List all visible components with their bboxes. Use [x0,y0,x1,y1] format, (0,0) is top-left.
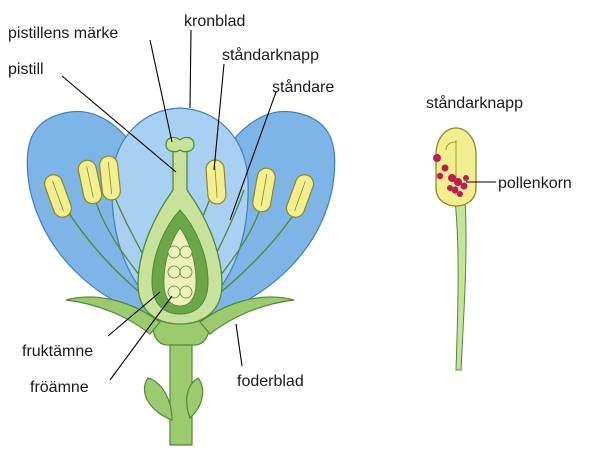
ovule-4 [180,266,192,278]
stamen-detail [433,128,476,370]
ovule-3 [168,266,180,278]
label-stigma: pistillens märke [8,25,118,42]
label-anther: ståndarknapp [222,46,319,64]
ovule-2 [180,246,192,258]
pollen-grain [433,154,441,162]
leader-petal [190,30,191,108]
ovule-6 [180,286,192,298]
label-petal: kronblad [184,13,245,30]
ovule-5 [168,286,180,298]
ovules [168,246,192,298]
label-ovary: fruktämne [22,343,93,360]
label-sepal: foderblad [237,373,304,390]
label-pistil: pistill [8,61,44,78]
pollen-grain [461,183,468,190]
stigma [166,137,194,151]
pollen-grain [447,185,453,191]
leaf-left [144,378,172,420]
label-ovule: fröämne [30,379,89,396]
detail-filament-body [455,200,466,370]
ovule-1 [168,246,180,258]
pollen-grain [442,165,449,172]
stem [170,330,192,445]
label-anther-detail: ståndarknapp [426,94,523,112]
pollen-grain [463,175,469,181]
leader-sepal [236,324,242,366]
label-pollen: pollenkorn [498,175,572,192]
anther-4 [205,159,226,204]
pollen-grain [457,191,463,197]
pollen-grain [437,173,443,179]
label-stamen: ståndare [272,78,334,96]
